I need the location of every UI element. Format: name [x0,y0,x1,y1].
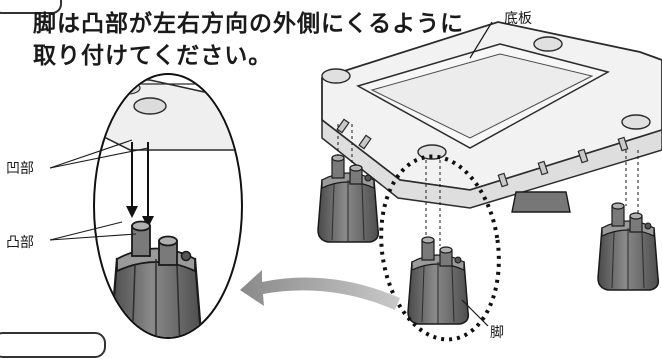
instruction-line-1: 脚は凸部が左右方向の外側にくるように [33,11,465,37]
label-leg: 脚 [490,325,504,341]
label-base-plate: 底板 [504,11,532,27]
leg-right [597,202,660,291]
detail-zoom [93,73,243,339]
label-recess: 凹部 [6,161,34,177]
callout-lines [49,139,149,241]
leg-front [407,236,470,325]
assembly-illustration [49,21,662,342]
label-protrusion: 凸部 [6,235,34,251]
direction-arrow [240,270,400,310]
section-tag-bottom [0,332,106,358]
base-plate [321,21,662,209]
instruction-line-2: 取り付けてください。 [33,43,273,69]
section-tag [0,0,62,14]
highlight-ellipse [379,154,501,342]
